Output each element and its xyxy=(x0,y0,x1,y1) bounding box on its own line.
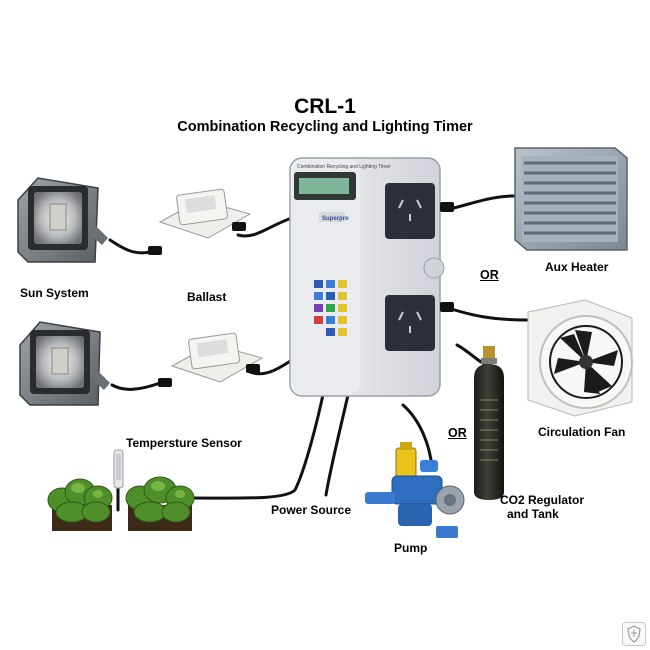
page-title: CRL-1 xyxy=(294,95,356,118)
ballast-2 xyxy=(170,332,264,383)
crl1-controller xyxy=(289,157,454,397)
label-or-lower: OR xyxy=(448,426,467,440)
label-or-upper: OR xyxy=(480,268,499,282)
label-sun-system: Sun System xyxy=(20,286,89,300)
co2-tank xyxy=(474,346,504,500)
label-co2-line2: and Tank xyxy=(507,507,559,521)
label-circulation-fan: Circulation Fan xyxy=(538,425,626,439)
ballast-1 xyxy=(158,188,252,239)
label-ballast: Ballast xyxy=(187,290,227,304)
controller-brand: Superpro xyxy=(322,216,349,222)
label-aux-heater: Aux Heater xyxy=(545,260,609,274)
cable-heater xyxy=(443,194,522,212)
shield-icon xyxy=(622,622,646,646)
cable-co2 xyxy=(455,343,489,367)
keypad xyxy=(314,280,347,336)
cable-power-source xyxy=(324,393,350,497)
pump xyxy=(365,442,465,538)
temperature-sensor-probe xyxy=(113,449,124,489)
label-temperature-sensor: Tempersture Sensor xyxy=(126,436,242,450)
cable-lamp1-ballast1 xyxy=(108,238,152,255)
circulation-fan xyxy=(527,299,633,417)
label-pump: Pump xyxy=(394,541,428,555)
cable-lamp2-ballast2 xyxy=(110,381,162,391)
sun-system-lamp-2 xyxy=(19,321,110,406)
plants xyxy=(47,476,195,531)
cable-ballast1-controller xyxy=(236,216,294,238)
sun-system-lamp-1 xyxy=(17,177,108,263)
aux-heater xyxy=(514,147,628,251)
cable-fan xyxy=(443,305,529,322)
outlet-top xyxy=(385,183,435,239)
label-co2-line1: CO2 Regulator xyxy=(500,493,585,507)
label-power-source: Power Source xyxy=(271,503,352,517)
cable-sensor-power xyxy=(188,383,327,500)
controller-caption: Combination Recycling and Lighting Timer xyxy=(297,164,391,170)
outlet-bottom xyxy=(385,295,435,351)
page-subtitle: Combination Recycling and Lighting Timer xyxy=(177,119,473,135)
